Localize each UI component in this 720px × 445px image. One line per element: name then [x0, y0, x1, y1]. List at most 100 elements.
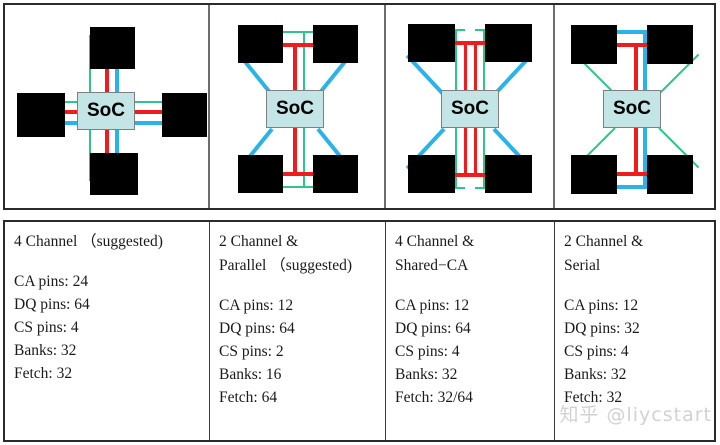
diagram-panel-2-channel-serial: SoC — [555, 5, 714, 208]
bus-green-top-link-right — [475, 29, 485, 31]
spec-fetch: Fetch: 32 — [14, 365, 73, 382]
link-red-right — [105, 110, 175, 114]
spec-ca-pins: CA pins: 24 — [14, 273, 89, 290]
spec-fetch: Fetch: 32 — [564, 389, 623, 406]
dram-block-top-right — [313, 25, 358, 63]
bus-red-left-top — [464, 41, 467, 97]
spec-cs-pins: CS pins: 2 — [219, 343, 284, 360]
bus-red-trunk-bottom — [293, 121, 297, 176]
spec-column-4-channel: 4 Channel （suggested) CA pins: 24 DQ pin… — [5, 222, 210, 440]
spec-banks: Banks: 32 — [564, 366, 627, 383]
soc-block: SoC — [441, 90, 499, 128]
spec-dq-pins: DQ pins: 64 — [14, 296, 90, 313]
diagram-panel-4-channel-shared-ca: SoC — [386, 5, 555, 208]
column-title-line-1: 2 Channel & — [564, 233, 644, 250]
bus-blue-trunk-bottom — [643, 121, 647, 189]
bus-green-bottom-link-left — [455, 187, 465, 189]
dram-block-left — [17, 93, 65, 137]
link-green-left — [37, 101, 103, 103]
bus-red-trunk-bottom — [634, 121, 638, 176]
spec-list: CA pins: 12 DQ pins: 64 CS pins: 2 Banks… — [219, 294, 385, 409]
dram-block-right — [162, 93, 207, 137]
spec-fetch: Fetch: 32/64 — [395, 389, 473, 406]
dram-block-top-left — [408, 24, 455, 62]
link-red-left — [37, 110, 103, 114]
dram-block-bottom-left — [408, 155, 455, 193]
dram-block-bottom-right — [313, 155, 358, 193]
bus-green-right-bottom — [483, 121, 485, 189]
dram-block-bottom-right — [647, 155, 693, 194]
column-title-line-2: Serial — [564, 257, 601, 274]
soc-block: SoC — [266, 90, 324, 128]
dram-block-top-left — [238, 25, 283, 63]
spec-column-2-channel-serial: 2 Channel & Serial CA pins: 12 DQ pins: … — [555, 222, 714, 440]
bus-green-top-horizontal — [278, 31, 314, 33]
spec-list: CA pins: 12 DQ pins: 64 CS pins: 4 Banks… — [395, 294, 554, 409]
bus-red-top-horizontal — [448, 41, 492, 45]
dram-block-bottom-right — [485, 155, 532, 193]
link-blue-right — [105, 121, 175, 125]
bus-green-right-top — [483, 29, 485, 97]
spec-cs-pins: CS pins: 4 — [14, 319, 79, 336]
bus-blue-top-horizontal — [615, 30, 659, 34]
link-blue-left — [37, 121, 103, 125]
bus-red-bottom-horizontal — [448, 173, 492, 177]
bus-blue-bottom-horizontal — [615, 185, 659, 189]
bus-green-top-link-left — [455, 29, 465, 31]
bus-green-trunk-bottom — [303, 121, 305, 187]
link-red-bottom — [105, 115, 109, 181]
link-green-bottom — [89, 115, 91, 181]
bus-green-left-bottom — [455, 121, 457, 189]
bus-green-bottom-link-right — [475, 187, 485, 189]
spec-table: 4 Channel （suggested) CA pins: 24 DQ pin… — [3, 220, 716, 442]
spec-ca-pins: CA pins: 12 — [564, 297, 639, 314]
column-title-line-2: Shared−CA — [395, 257, 469, 274]
link-green-right — [105, 101, 175, 103]
spec-banks: Banks: 32 — [14, 342, 77, 359]
soc-block: SoC — [77, 92, 135, 130]
column-title-line-1: 4 Channel （suggested) — [14, 233, 163, 250]
column-title-line-1: 2 Channel & — [219, 233, 299, 250]
soc-block: SoC — [603, 90, 661, 128]
dram-block-top — [90, 27, 135, 69]
diagram-panel-4-channel: SoC — [5, 5, 210, 208]
bus-green-trunk-top — [303, 31, 305, 97]
spec-list: CA pins: 24 DQ pins: 64 CS pins: 4 Banks… — [14, 270, 209, 385]
bus-green-bottom-horizontal — [278, 186, 314, 188]
dram-block-top-left — [571, 25, 617, 64]
diagram-panel-2-channel-parallel: SoC — [210, 5, 386, 208]
dram-block-top-right — [647, 25, 693, 64]
bus-red-left-bottom — [464, 121, 467, 177]
bus-red-trunk-top — [634, 43, 638, 97]
spec-dq-pins: DQ pins: 64 — [395, 320, 471, 337]
spec-dq-pins: DQ pins: 64 — [219, 320, 295, 337]
dram-block-bottom — [90, 153, 138, 195]
diagram-strip: SoC — [3, 3, 716, 210]
spec-column-2-channel-parallel: 2 Channel & Parallel （suggested) CA pins… — [210, 222, 386, 440]
soc-label: SoC — [451, 98, 489, 119]
spec-banks: Banks: 16 — [219, 366, 282, 383]
bus-red-right-top — [474, 41, 477, 97]
spec-cs-pins: CS pins: 4 — [564, 343, 629, 360]
column-title-line-2: Parallel （suggested) — [219, 257, 353, 274]
spec-ca-pins: CA pins: 12 — [395, 297, 470, 314]
bus-blue-trunk-top — [643, 30, 647, 97]
soc-label: SoC — [276, 98, 314, 119]
spec-list: CA pins: 12 DQ pins: 32 CS pins: 4 Banks… — [564, 294, 714, 409]
dram-block-bottom-left — [238, 155, 283, 193]
spec-banks: Banks: 32 — [395, 366, 458, 383]
column-title-line-1: 4 Channel & — [395, 233, 475, 250]
dram-block-bottom-left — [571, 155, 617, 194]
bus-red-right-bottom — [474, 121, 477, 177]
spec-dq-pins: DQ pins: 32 — [564, 320, 640, 337]
bus-green-left-top — [455, 29, 457, 97]
link-blue-bottom — [115, 115, 119, 181]
spec-ca-pins: CA pins: 12 — [219, 297, 294, 314]
spec-fetch: Fetch: 64 — [219, 389, 278, 406]
soc-label: SoC — [613, 98, 651, 119]
soc-label: SoC — [87, 100, 125, 121]
dram-block-top-right — [485, 24, 532, 62]
spec-column-4-channel-shared-ca: 4 Channel & Shared−CA CA pins: 12 DQ pin… — [386, 222, 555, 440]
bus-red-trunk-top — [293, 43, 297, 97]
